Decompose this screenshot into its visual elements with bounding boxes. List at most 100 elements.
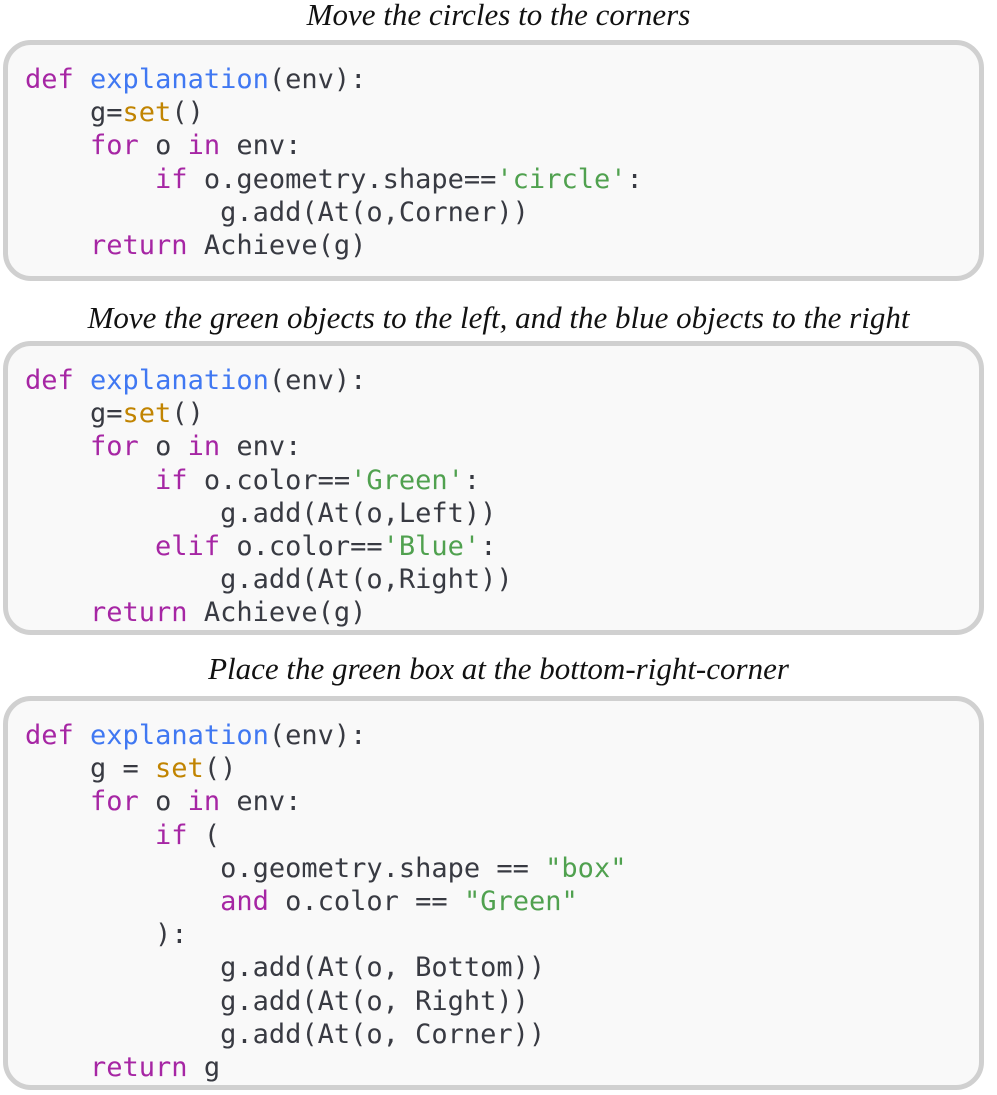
code-block-circles-to-corners: def explanation(env): g=set() for o in e…: [3, 40, 984, 281]
code-text: g.add(At(o, Bottom)): [25, 952, 546, 984]
code-text: o.geometry.shape==: [187, 163, 497, 195]
code-keyword: if: [155, 163, 188, 195]
code-text: [25, 597, 90, 628]
code-text: g.add(At(o,Right)): [25, 564, 513, 596]
code-keyword: if: [155, 819, 188, 851]
code-text: g=: [25, 97, 123, 129]
code-text: :: [626, 163, 643, 195]
code-text: [25, 786, 90, 817]
code-line: g.add(At(o, Corner)): [25, 1018, 979, 1051]
code-text: Achieve(g): [187, 229, 367, 261]
code-text: o.color==: [220, 530, 383, 562]
code-text: [25, 164, 155, 195]
code-line: if o.color=='Green':: [25, 464, 979, 497]
code-text: (): [203, 753, 237, 785]
code-line: elif o.color=='Blue':: [25, 530, 979, 563]
code-text: :: [480, 530, 497, 562]
code-line: return g: [25, 1051, 979, 1084]
code-line: for o in env:: [25, 129, 979, 162]
code-line: g.add(At(o,Corner)): [25, 196, 979, 229]
code-line: return Achieve(g): [25, 596, 979, 629]
code-text: [25, 531, 155, 562]
code-text: (): [171, 97, 204, 129]
code-text: [25, 130, 90, 161]
code-text: g: [187, 1051, 221, 1083]
code-keyword: for: [90, 431, 139, 463]
code-text: env:: [220, 786, 302, 818]
code-text: (env):: [268, 64, 367, 95]
code-string: "box": [545, 852, 627, 884]
code-line: for o in env:: [25, 785, 979, 818]
code-keyword: for: [90, 786, 139, 818]
code-text: (): [171, 398, 204, 430]
code-text: g.add(At(o,Left)): [25, 497, 497, 529]
code-line: g.add(At(o, Right)): [25, 985, 979, 1018]
code-string: 'Green': [350, 464, 464, 496]
code-line: g.add(At(o,Right)): [25, 563, 979, 596]
code-text: [25, 820, 155, 851]
code-keyword: def: [25, 64, 74, 95]
code-line: g.add(At(o,Left)): [25, 497, 979, 530]
code-line: def explanation(env):: [25, 719, 979, 752]
code-keyword: for: [90, 130, 139, 162]
code-builtin: set: [122, 398, 172, 430]
code-text: [25, 465, 155, 496]
code-keyword: return: [90, 597, 188, 629]
code-text: o: [138, 130, 188, 162]
code-text: (env):: [268, 720, 367, 751]
code-line: o.geometry.shape == "box": [25, 852, 979, 885]
code-line: def explanation(env):: [25, 63, 979, 96]
code-text: [25, 886, 220, 917]
code-line: if o.geometry.shape=='circle':: [25, 163, 979, 196]
code-line: return Achieve(g): [25, 229, 979, 262]
code-text: o.color==: [187, 464, 351, 496]
code-text: Achieve(g): [187, 597, 367, 629]
code-text: g =: [25, 753, 156, 785]
code-text: g.add(At(o, Right)): [25, 985, 529, 1017]
code-keyword: and: [220, 885, 269, 917]
code-text: env:: [220, 130, 302, 162]
code-text: env:: [220, 431, 302, 463]
code-text: (env):: [268, 365, 367, 396]
code-string: 'circle': [496, 163, 627, 195]
code-line: g = set(): [25, 752, 979, 785]
code-text: g.add(At(o, Corner)): [25, 1018, 546, 1050]
code-keyword: in: [187, 130, 221, 162]
code-text: ):: [25, 919, 188, 951]
code-text: o: [138, 786, 188, 818]
code-line: ):: [25, 918, 979, 951]
caption-green-left-blue-right: Move the green objects to the left, and …: [87, 300, 910, 335]
code-keyword: return: [90, 229, 188, 261]
code-function-name: explanation: [90, 64, 269, 95]
code-text: o: [138, 431, 188, 463]
code-line: def explanation(env):: [25, 364, 979, 397]
code-block-green-left-blue-right: def explanation(env): g=set() for o in e…: [3, 341, 984, 635]
caption-circles-to-corners: Move the circles to the corners: [306, 0, 691, 32]
code-text: [74, 720, 90, 751]
code-block-green-box-bottom-right: def explanation(env): g = set() for o in…: [3, 696, 984, 1090]
code-keyword: in: [187, 431, 221, 463]
code-text: g.add(At(o,Corner)): [25, 196, 529, 228]
code-keyword: def: [25, 365, 74, 396]
code-function-name: explanation: [90, 365, 269, 396]
code-text: [25, 1052, 90, 1083]
code-string: 'Blue': [382, 530, 481, 562]
code-text: o.color ==: [268, 885, 464, 917]
code-function-name: explanation: [90, 720, 269, 751]
code-keyword: return: [90, 1051, 188, 1083]
code-line: if (: [25, 819, 979, 852]
code-text: :: [463, 464, 481, 496]
code-line: and o.color == "Green": [25, 885, 979, 918]
code-builtin: set: [122, 97, 172, 129]
code-text: [25, 230, 90, 261]
code-text: [74, 64, 90, 95]
code-builtin: set: [155, 753, 204, 785]
code-text: g=: [25, 398, 123, 430]
code-text: [74, 365, 90, 396]
code-line: g.add(At(o, Bottom)): [25, 951, 979, 984]
code-text: [25, 431, 90, 462]
code-keyword: in: [187, 786, 221, 818]
code-line: g=set(): [25, 96, 979, 129]
code-line: g=set(): [25, 397, 979, 430]
